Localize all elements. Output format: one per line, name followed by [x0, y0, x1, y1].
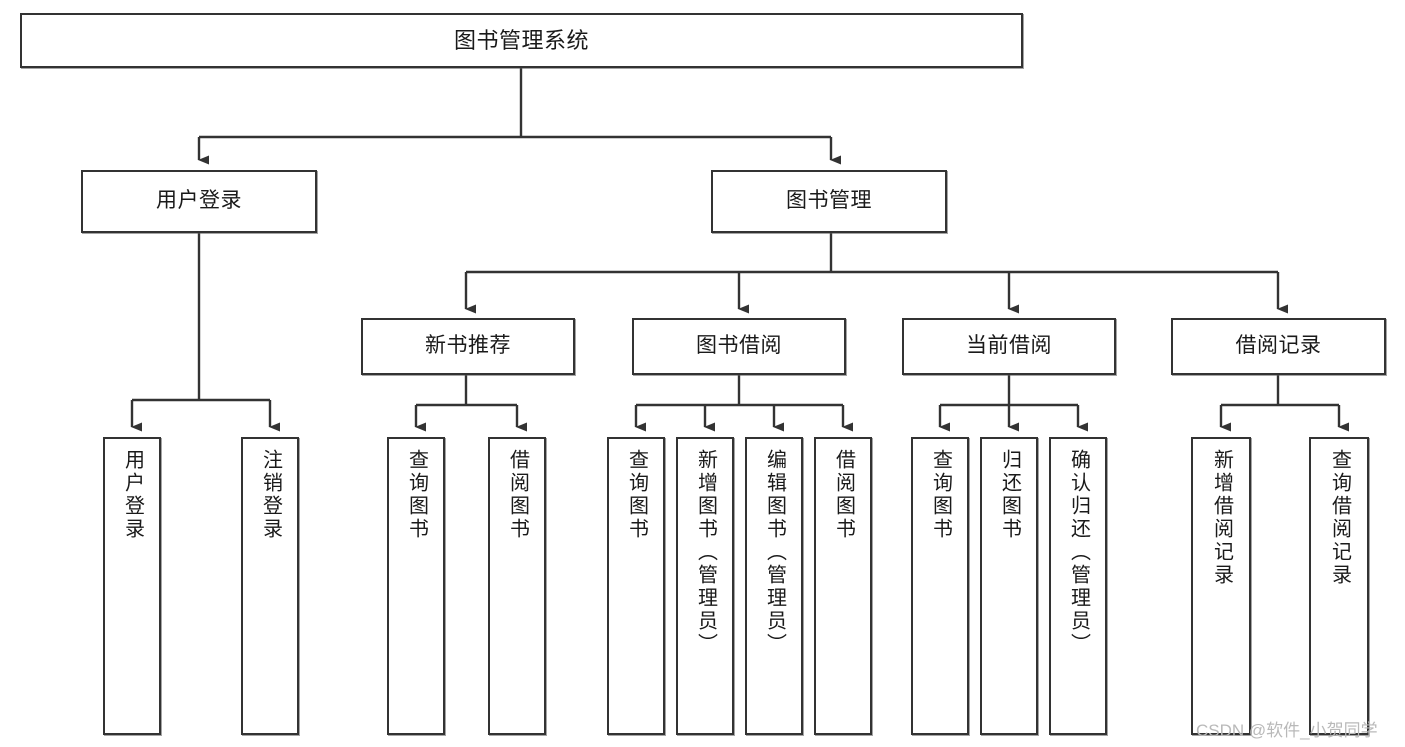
node-label: 图书借阅: [696, 334, 782, 358]
node-leaf-add-borrow-record[interactable]: 新增借阅记录: [1191, 437, 1251, 735]
node-label: 借阅记录: [1235, 334, 1322, 358]
csdn-watermark: CSDN @软件_小贺同学: [1196, 721, 1378, 740]
node-label: 注销登录: [259, 449, 282, 541]
node-leaf-query-book-borrow[interactable]: 查询图书: [607, 437, 665, 735]
node-leaf-return-book[interactable]: 归还图书: [980, 437, 1038, 735]
node-leaf-borrow-book-recommend[interactable]: 借阅图书: [488, 437, 546, 735]
node-label: 查询图书: [625, 449, 648, 541]
node-user-login[interactable]: 用户登录: [81, 170, 317, 233]
node-new-book-recommend[interactable]: 新书推荐: [361, 318, 575, 375]
node-label: 新增借阅记录: [1210, 449, 1233, 587]
node-label: 用户登录: [156, 189, 242, 213]
node-label: 当前借阅: [966, 334, 1052, 358]
node-label: 归还图书: [998, 449, 1021, 541]
node-label: 借阅图书: [506, 449, 529, 541]
node-label: 查询借阅记录: [1328, 449, 1351, 587]
node-book-borrow[interactable]: 图书借阅: [632, 318, 846, 375]
node-root-book-management-system[interactable]: 图书管理系统: [20, 13, 1023, 68]
node-current-borrow[interactable]: 当前借阅: [902, 318, 1116, 375]
node-label: 新书推荐: [425, 334, 511, 358]
node-leaf-add-book[interactable]: 新增图书（管理员）: [676, 437, 734, 735]
node-label: 借阅图书: [832, 449, 855, 541]
node-leaf-confirm-return[interactable]: 确认归还（管理员）: [1049, 437, 1107, 735]
node-leaf-edit-book[interactable]: 编辑图书（管理员）: [745, 437, 803, 735]
node-label: 新增图书（管理员）: [694, 449, 717, 656]
node-label: 查询图书: [929, 449, 952, 541]
node-leaf-logout-login[interactable]: 注销登录: [241, 437, 299, 735]
node-borrow-record[interactable]: 借阅记录: [1171, 318, 1386, 375]
node-book-management[interactable]: 图书管理: [711, 170, 947, 233]
node-leaf-query-borrow-record[interactable]: 查询借阅记录: [1309, 437, 1369, 735]
node-label: 确认归还（管理员）: [1067, 449, 1090, 656]
node-leaf-user-login[interactable]: 用户登录: [103, 437, 161, 735]
node-label: 编辑图书（管理员）: [763, 449, 786, 656]
node-label: 用户登录: [121, 449, 144, 541]
node-label: 图书管理: [786, 189, 872, 213]
node-label: 查询图书: [405, 449, 428, 541]
node-leaf-query-book-current[interactable]: 查询图书: [911, 437, 969, 735]
node-label: 图书管理系统: [453, 27, 589, 53]
node-leaf-query-book-recommend[interactable]: 查询图书: [387, 437, 445, 735]
node-leaf-borrow-book[interactable]: 借阅图书: [814, 437, 872, 735]
